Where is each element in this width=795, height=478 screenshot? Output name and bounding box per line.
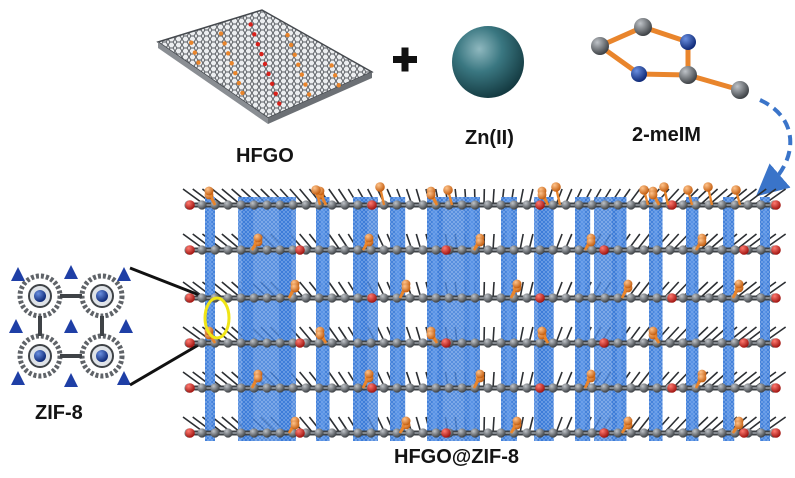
- reaction-arrow: [755, 98, 793, 197]
- zoom-lines: [129, 266, 213, 387]
- hfgo-sheet: [156, 9, 374, 124]
- hfgo-zif8-framework: [182, 182, 787, 441]
- 2-meim-molecule: [591, 18, 749, 99]
- zinc-sphere: [452, 26, 524, 98]
- ligand-label: 2-meIM: [632, 124, 701, 146]
- pore-highlight: [203, 296, 231, 340]
- zif8-unit-cell: [9, 265, 133, 387]
- plus-sign: [393, 47, 417, 72]
- hfgo-label: HFGO: [236, 145, 294, 167]
- zinc-label: Zn(II): [465, 127, 514, 149]
- hfgo-functional-groups: [189, 22, 341, 106]
- composite-label: HFGO@ZIF-8: [394, 446, 520, 468]
- zif8-label: ZIF-8: [35, 402, 83, 424]
